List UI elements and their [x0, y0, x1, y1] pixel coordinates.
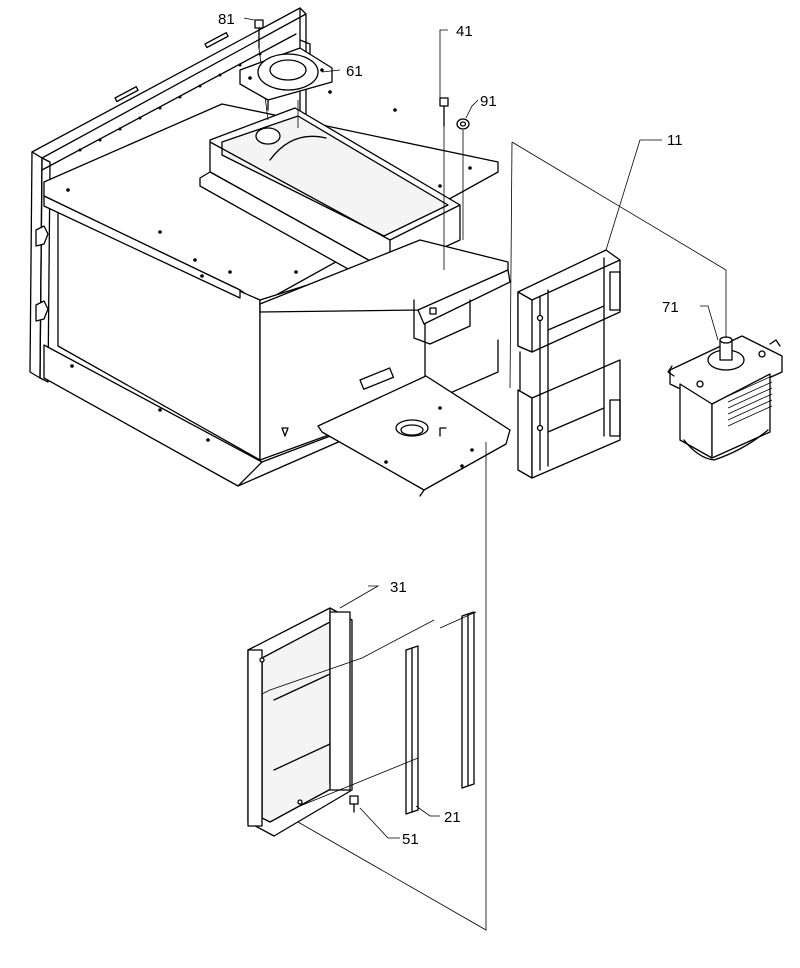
bracket-11-lower — [517, 389, 533, 479]
hinge-lower — [35, 300, 49, 322]
motor-61-body — [257, 53, 319, 91]
callout-31: 31 — [390, 579, 407, 596]
screw-41-head — [439, 97, 449, 107]
screw-81-head — [254, 19, 264, 29]
bracket-31-left-rail — [247, 649, 263, 827]
part-51-screw — [349, 795, 359, 813]
callout-21: 21 — [444, 809, 461, 826]
cabinet-assembly — [29, 7, 511, 497]
waveguide-port — [255, 127, 281, 145]
hinge-upper — [35, 225, 49, 247]
callout-71: 71 — [662, 299, 679, 316]
screw-51-head — [349, 795, 359, 805]
callout-91: 91 — [480, 93, 497, 110]
assembly-guide-lines — [261, 141, 727, 931]
bottom-plate-hole — [395, 419, 429, 437]
part-41-screw — [439, 97, 449, 270]
callout-51: 51 — [402, 831, 419, 848]
part-71-magnetron — [667, 335, 783, 461]
bracket-11-upper — [517, 249, 621, 353]
callout-81: 81 — [218, 11, 235, 28]
callout-41: 41 — [456, 23, 473, 40]
part-61-stirrer-motor — [239, 39, 333, 128]
part-21-strips — [405, 611, 475, 815]
nut-91 — [456, 118, 470, 130]
leader-lines — [243, 17, 719, 839]
callout-labels: 81 41 61 91 11 71 31 21 51 — [218, 11, 683, 848]
magnetron-71-body-right — [711, 373, 771, 459]
part-91-nut — [456, 118, 470, 240]
callout-11: 11 — [667, 132, 683, 149]
callout-61: 61 — [346, 63, 363, 80]
part-11-bracket — [517, 249, 621, 479]
part-31-bracket — [247, 607, 353, 837]
